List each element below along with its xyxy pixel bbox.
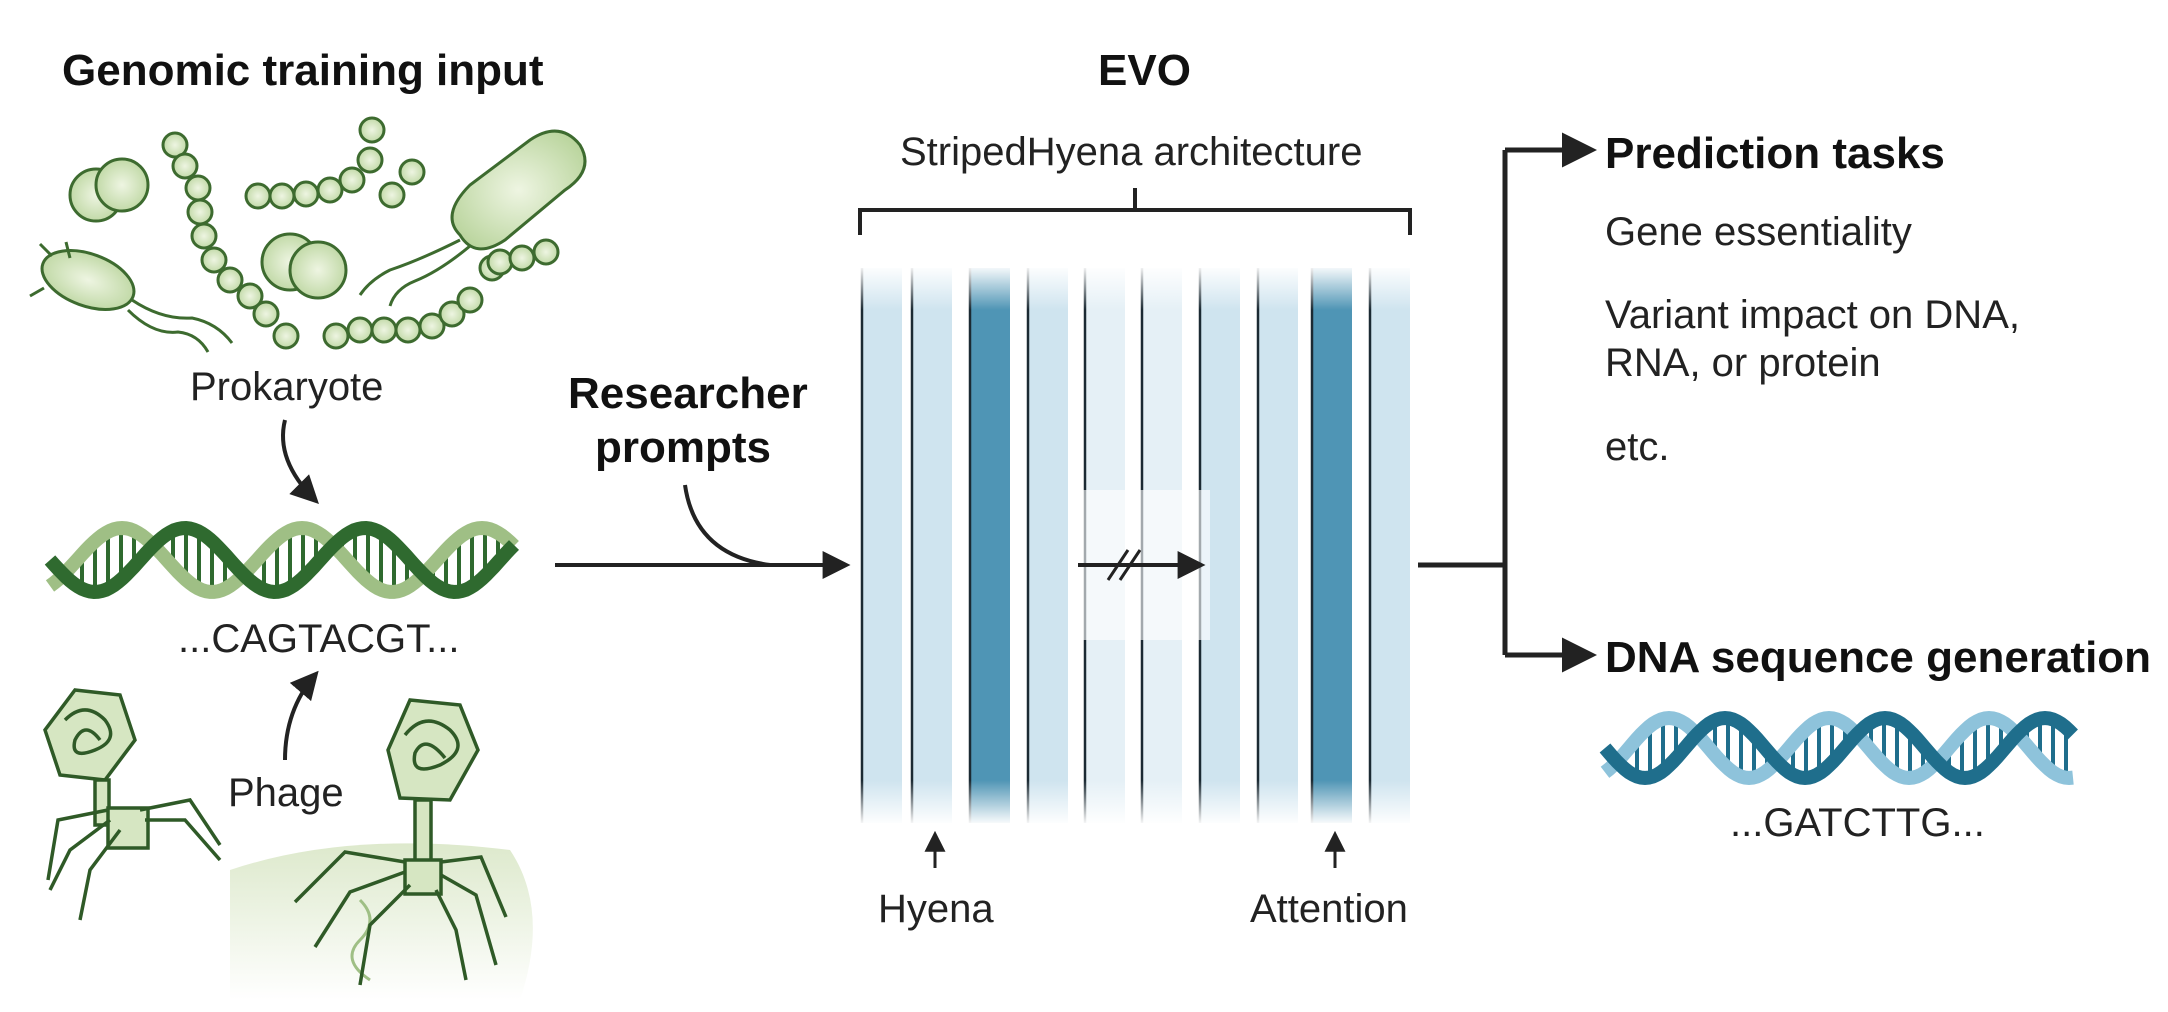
output-branch	[1418, 150, 1505, 655]
attention-label: Attention	[1250, 887, 1408, 931]
layer-stack-arrow	[1070, 490, 1210, 640]
prompt-arrow	[685, 485, 770, 565]
prompt-label-line1: Researcher	[568, 369, 808, 418]
generation-title: DNA sequence generation	[1605, 633, 2151, 682]
prokaryote-to-dna-arrow	[283, 420, 315, 500]
phage-to-dna-arrow	[285, 675, 315, 760]
prediction-item: Variant impact on DNA,	[1605, 293, 2020, 337]
prediction-item: etc.	[1605, 425, 1669, 469]
prediction-item: Gene essentiality	[1605, 210, 1912, 254]
evo-title: EVO	[1098, 46, 1191, 95]
architecture-bracket	[860, 188, 1410, 235]
training-sequence: ...CAGTACGT...	[178, 617, 460, 661]
dna-helix-icon	[1605, 718, 2073, 778]
prediction-item: RNA, or protein	[1605, 341, 1881, 385]
hyena-label: Hyena	[878, 887, 994, 931]
output-panel: Prediction tasks Gene essentiality Varia…	[1418, 129, 2151, 845]
generated-sequence: ...GATCTTG...	[1730, 801, 1985, 845]
phage-label: Phage	[228, 771, 344, 815]
prokaryote-label: Prokaryote	[190, 365, 383, 409]
phage-icon	[45, 690, 220, 920]
host-cell-surface	[230, 843, 533, 1000]
researcher-prompts: Researcher prompts	[555, 369, 845, 565]
bacteria-icon	[30, 118, 585, 352]
evo-model: EVO StripedHyena architecture Hyena Atte…	[855, 46, 1415, 931]
dna-helix-icon	[40, 515, 520, 595]
prediction-title: Prediction tasks	[1605, 129, 1945, 178]
left-panel-title: Genomic training input	[62, 46, 544, 95]
left-panel: Genomic training input	[30, 46, 585, 1000]
prompt-label-line2: prompts	[595, 423, 771, 472]
architecture-label: StripedHyena architecture	[900, 130, 1362, 174]
